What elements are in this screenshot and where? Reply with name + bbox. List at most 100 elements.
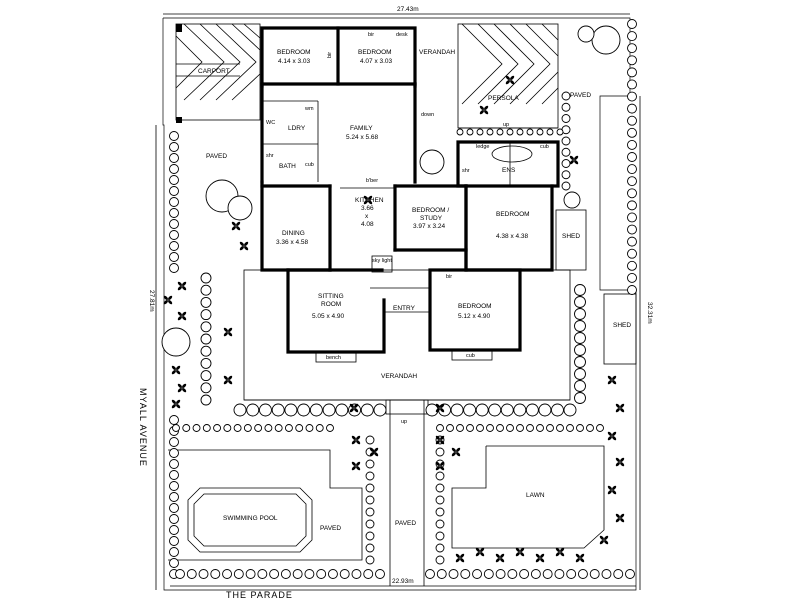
hedge-shrub bbox=[297, 403, 311, 417]
hedge-shrub bbox=[269, 569, 280, 579]
hedge-shrub bbox=[574, 320, 586, 332]
persola-label: PERSOLA bbox=[488, 95, 519, 102]
hedge-shrub bbox=[292, 569, 303, 579]
dimension-left: 27.81m bbox=[148, 290, 155, 312]
up-top-label: up bbox=[503, 122, 509, 128]
hedge-shrub bbox=[536, 128, 544, 136]
hedge-shrub bbox=[601, 569, 612, 579]
shrub-icon bbox=[351, 435, 361, 445]
paved-left-label: PAVED bbox=[206, 153, 227, 160]
site-boundary bbox=[155, 13, 641, 591]
hedge-shrub bbox=[365, 519, 375, 529]
shrub-icon bbox=[435, 435, 445, 445]
hedge-shrub bbox=[495, 569, 506, 579]
shrub-icon bbox=[451, 447, 461, 457]
hedge-shrub bbox=[526, 128, 534, 136]
room-bedroom-d: BEDROOM 5.12 x 4.90 bbox=[458, 303, 492, 320]
swimming-pool bbox=[187, 487, 313, 553]
hedge-shrub bbox=[169, 536, 179, 546]
street-side: MYALL AVENUE bbox=[138, 388, 148, 467]
verandah-top-label: VERANDAH bbox=[419, 49, 455, 56]
hedge-shrub bbox=[556, 128, 564, 136]
hedge-shrub bbox=[223, 424, 232, 432]
hedge-shrub bbox=[315, 424, 324, 432]
hedge-shrub bbox=[186, 569, 197, 579]
lawn-area bbox=[451, 445, 605, 549]
hedge-shrub bbox=[456, 128, 464, 136]
hedge-shrub bbox=[305, 424, 314, 432]
hedge-shrub bbox=[613, 569, 624, 579]
shrub-icon bbox=[615, 457, 625, 467]
hedge-shrub bbox=[365, 483, 375, 493]
hedge-shrub bbox=[561, 114, 571, 123]
hedge-shrub bbox=[254, 424, 263, 432]
hedge-shrub bbox=[169, 252, 179, 262]
pool-area bbox=[168, 449, 363, 561]
hedge-shrub bbox=[574, 284, 586, 296]
hedge-shrub bbox=[339, 569, 350, 579]
hedge-shrub bbox=[335, 403, 349, 417]
hedge-shrub bbox=[198, 569, 209, 579]
hedge-shrub bbox=[169, 558, 179, 568]
shrub-icon bbox=[349, 403, 359, 413]
hedge-shrub bbox=[257, 569, 268, 579]
shrub-icon bbox=[479, 105, 489, 115]
shrub-icon bbox=[223, 327, 233, 337]
shrub-icon bbox=[569, 155, 579, 165]
tree-icon bbox=[577, 25, 595, 43]
room-sitting: SITTING ROOM 5.05 x 4.90 bbox=[312, 293, 345, 320]
hedge-shrub bbox=[566, 424, 574, 432]
shrub-icon bbox=[363, 195, 373, 205]
hedge-shrub bbox=[627, 31, 637, 42]
shrub-icon bbox=[455, 553, 465, 563]
hedge-shrub bbox=[200, 382, 212, 394]
hedge-shrub bbox=[463, 403, 477, 417]
hedge-shrub bbox=[271, 403, 285, 417]
hedge-shrub bbox=[627, 164, 637, 175]
hedge-shrub bbox=[202, 424, 211, 432]
hedge-shrub bbox=[200, 345, 212, 357]
hedge-shrub bbox=[554, 569, 565, 579]
hedge-shrub bbox=[627, 115, 637, 126]
hedge-shrub bbox=[373, 403, 387, 417]
shrub-icon bbox=[575, 553, 585, 563]
room-family: FAMILY 5.24 x 5.68 bbox=[346, 125, 379, 141]
bber-label: b'ber bbox=[366, 178, 378, 184]
room-size: 5.12 x 4.90 bbox=[458, 313, 491, 320]
room-name: BEDROOM bbox=[277, 49, 311, 56]
hedge-shrub bbox=[627, 272, 637, 283]
hedge-shrub bbox=[435, 495, 445, 505]
shrubs bbox=[163, 75, 625, 563]
hedge-shrub bbox=[169, 230, 179, 240]
bench-bay bbox=[315, 351, 357, 363]
hedge-shrub bbox=[365, 435, 375, 445]
hedge-shrub bbox=[627, 139, 637, 150]
hedge-shrub bbox=[574, 296, 586, 308]
hedge-shrub bbox=[483, 569, 494, 579]
shrub-icon bbox=[599, 535, 609, 545]
ldry-label: LDRY bbox=[288, 125, 306, 132]
hedge-shrub bbox=[466, 424, 474, 432]
hedge-shrub bbox=[169, 481, 179, 491]
hedge-shrub bbox=[169, 186, 179, 196]
tree-icon bbox=[563, 191, 581, 209]
hedge-shrub bbox=[425, 569, 435, 579]
hedge-shrub bbox=[561, 159, 571, 168]
hedge-shrub bbox=[627, 152, 637, 162]
shr-ens-label: shr bbox=[462, 168, 470, 174]
room-name: FAMILY bbox=[350, 125, 373, 132]
hedge-shrub bbox=[213, 424, 222, 432]
ledge-label: ledge bbox=[476, 144, 489, 150]
sky-light-label: sky light bbox=[372, 258, 392, 264]
hedge-shrub bbox=[627, 176, 637, 187]
hedge-shrub bbox=[360, 403, 374, 417]
hedge-shrub bbox=[475, 403, 489, 417]
room-name-a: SITTING bbox=[318, 293, 344, 300]
hedge-shrub bbox=[200, 309, 212, 321]
hedge-shrub bbox=[561, 181, 571, 191]
hedge-shrub bbox=[243, 424, 252, 432]
ens-label: ENS bbox=[502, 167, 516, 174]
persola bbox=[457, 23, 559, 129]
hedge-shrub bbox=[326, 424, 334, 432]
